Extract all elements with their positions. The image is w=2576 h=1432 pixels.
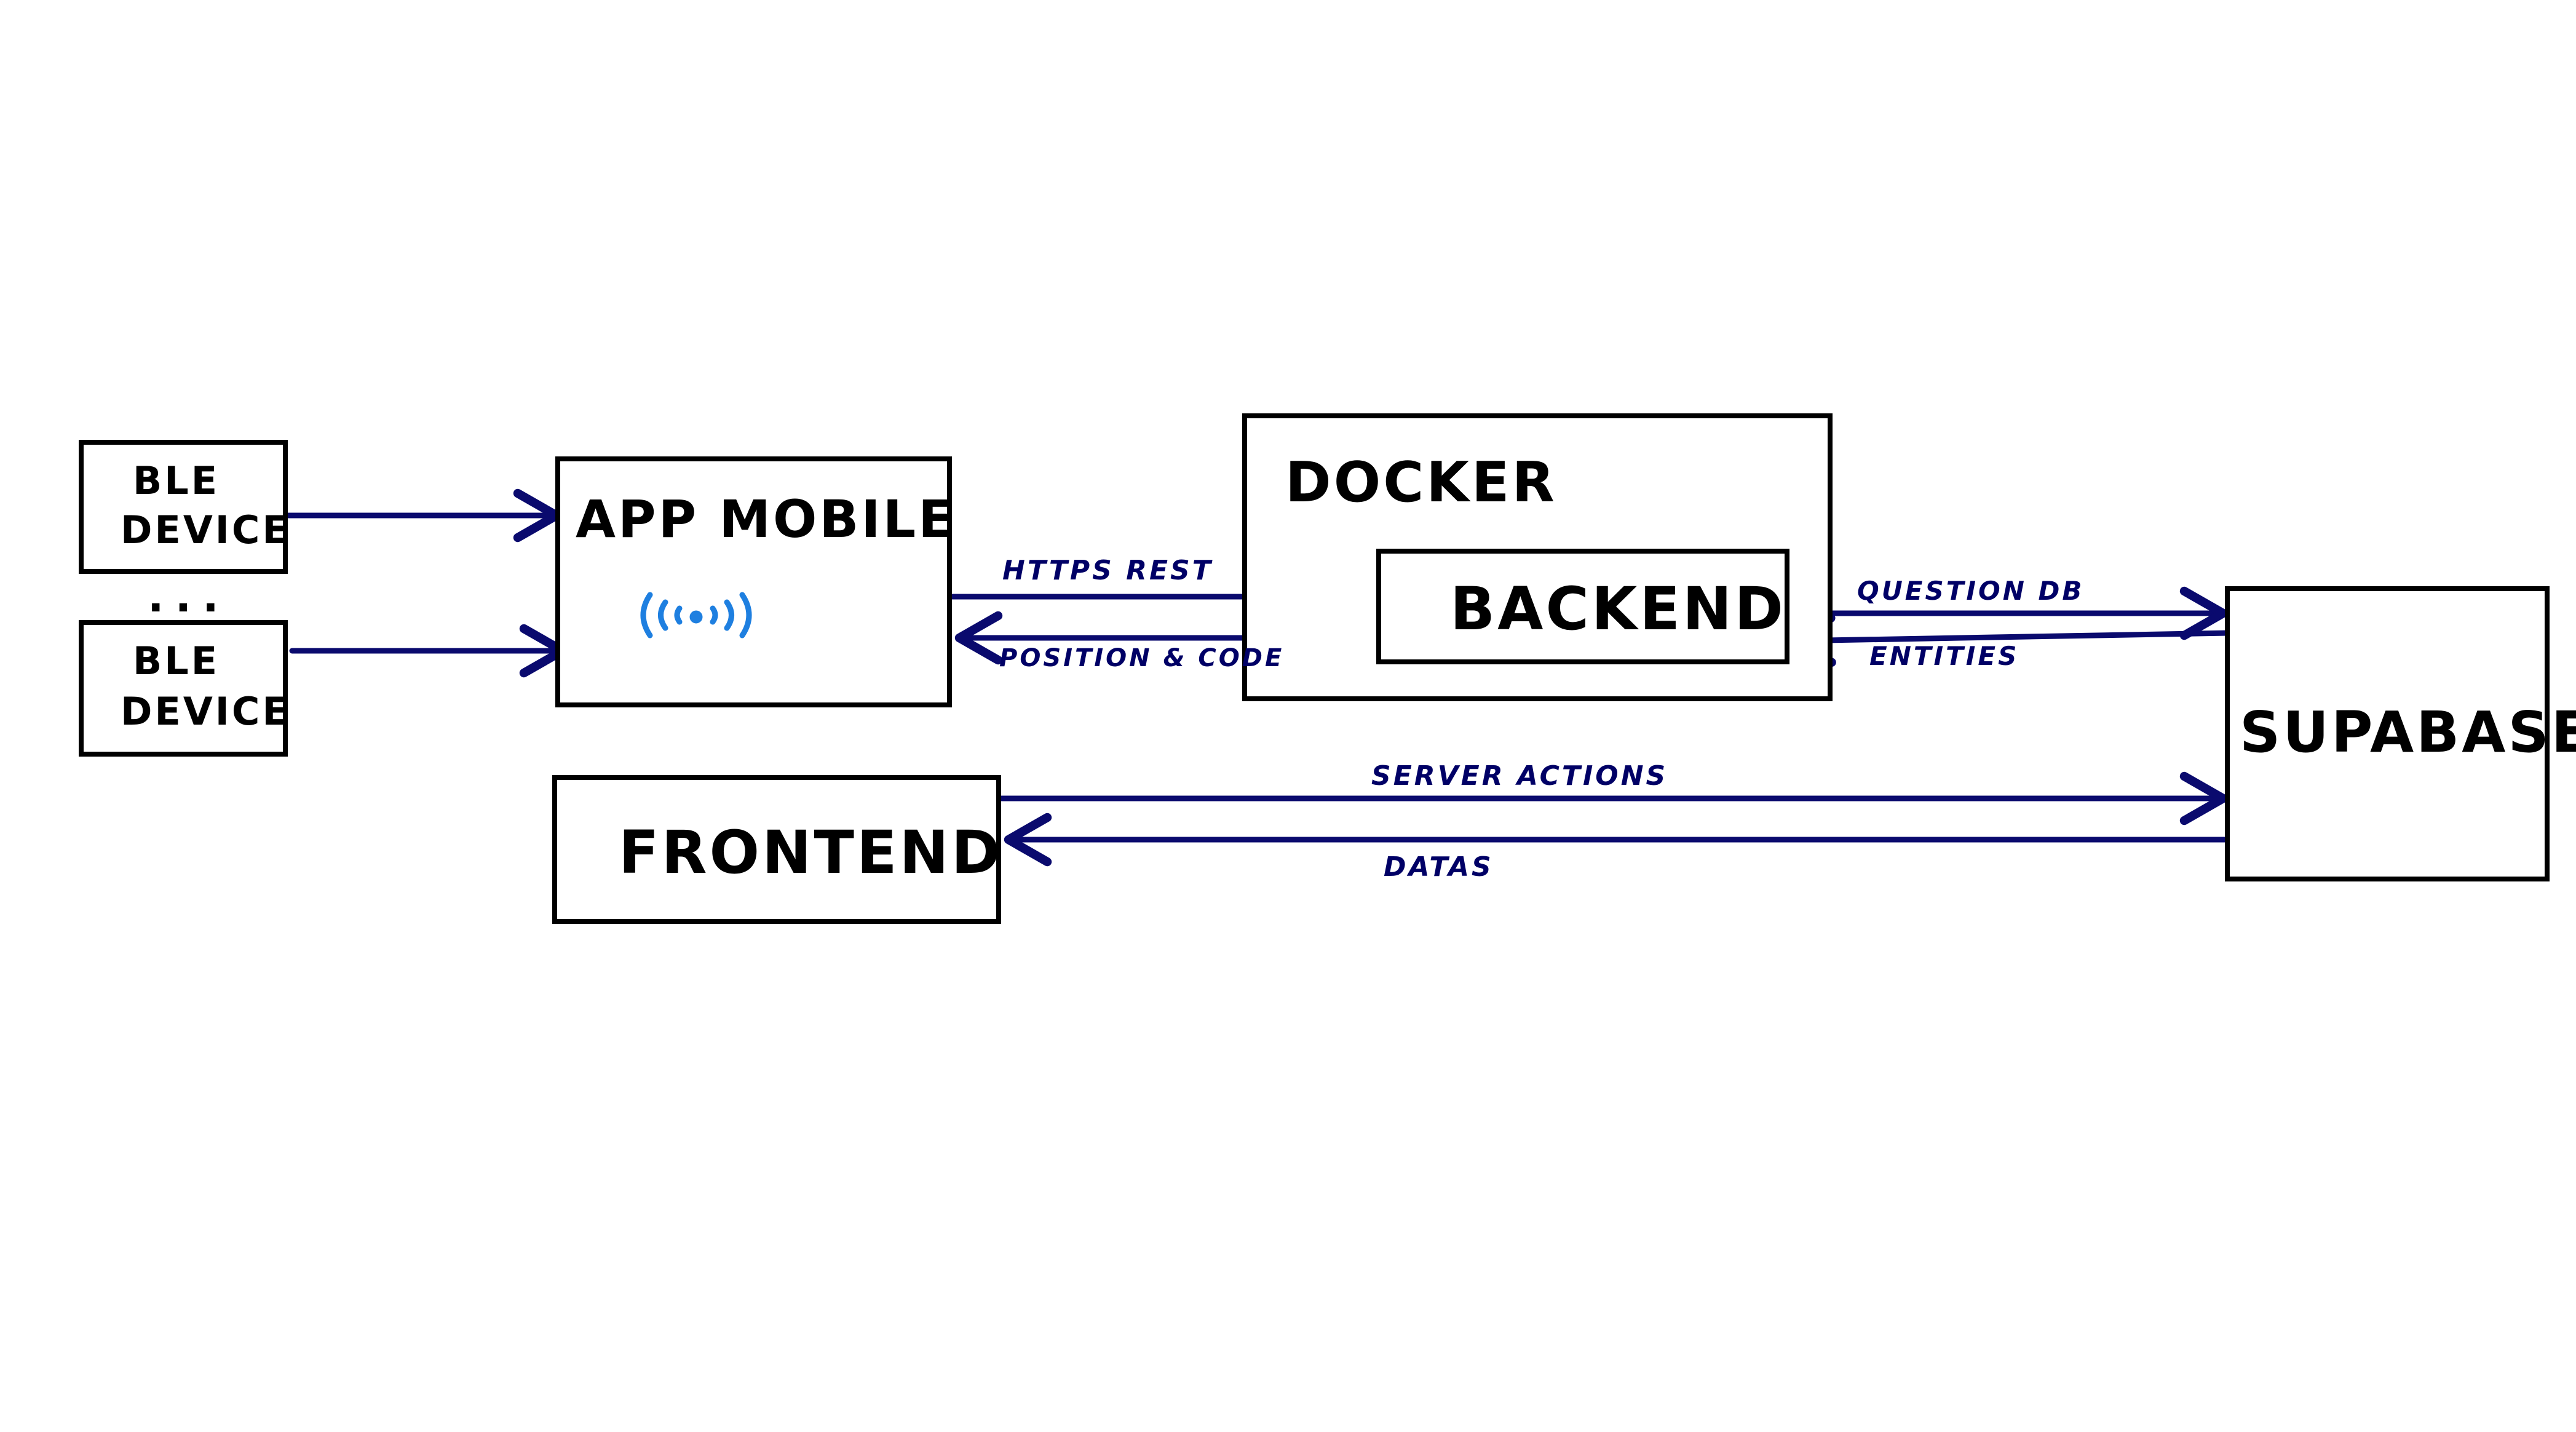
- ble-device-1-label-line2: DEVICE: [121, 507, 291, 552]
- app-mobile-label: APP MOBILE: [576, 489, 956, 549]
- app-mobile-box: APP MOBILE: [555, 456, 954, 707]
- frontend-box: FRONTEND: [552, 775, 1001, 924]
- arrow-supabase-to-backend: [1788, 613, 2232, 667]
- ble-device-2-box: BLE DEVICE: [79, 620, 288, 757]
- ble-device-2-label-line1: BLE: [133, 638, 220, 683]
- backend-label: BACKEND: [1450, 575, 1786, 643]
- supabase-box: SUPABASE: [2225, 586, 2576, 881]
- edge-label-datas: DATAS: [1384, 851, 1494, 883]
- ble-device-1-label-line1: BLE: [133, 458, 220, 503]
- docker-label: DOCKER: [1285, 450, 1557, 515]
- edge-label-https-rest: HTTPS REST: [1002, 555, 1213, 586]
- backend-box: BACKEND: [1376, 549, 1789, 664]
- edge-label-position-code: POSITION & CODE: [999, 644, 1285, 672]
- wireless-signal-icon: [640, 592, 752, 638]
- ble-device-2-label-line2: DEVICE: [121, 689, 291, 734]
- ble-device-1-box: BLE DEVICE: [79, 440, 288, 574]
- edge-label-entities: ENTITIES: [1869, 641, 2019, 671]
- edge-label-question-db: QUESTION DB: [1857, 576, 2085, 606]
- device-ellipsis: ...: [148, 571, 230, 622]
- frontend-label: FRONTEND: [619, 818, 1003, 887]
- edge-label-server-actions: SERVER ACTIONS: [1371, 760, 1668, 792]
- supabase-label: SUPABASE: [2240, 699, 2576, 765]
